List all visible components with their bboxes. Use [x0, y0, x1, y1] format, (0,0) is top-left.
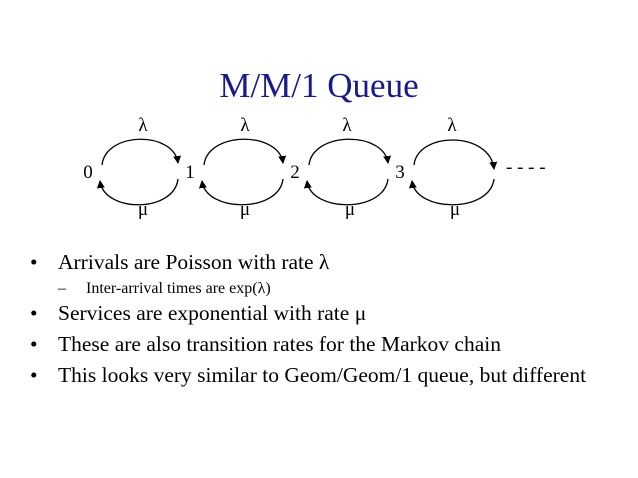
service-rate-label: μ: [138, 199, 148, 220]
bullet-marker: •: [30, 301, 38, 325]
service-arc-0: [96, 178, 179, 206]
service-arc-3: [408, 178, 495, 206]
state-1-label: 1: [185, 162, 195, 183]
bullet-services: • Services are exponential with rate μ: [30, 301, 630, 326]
state-2-label: 2: [290, 162, 300, 183]
bullet-geom-comparison: • This looks very similar to Geom/Geom/1…: [30, 363, 630, 388]
sub-bullet-text: Inter-arrival times are exp(λ): [86, 280, 271, 297]
arrival-rate-label: λ: [447, 115, 457, 136]
bullet-transition-rates: • These are also transition rates for th…: [30, 332, 630, 357]
bullet-marker: •: [30, 363, 38, 387]
state-3-label: 3: [395, 162, 405, 183]
bullet-marker: •: [30, 250, 38, 274]
bullet-text: Services are exponential with rate μ: [58, 301, 367, 325]
arrival-arc-3: [413, 139, 498, 170]
state-0-label: 0: [83, 162, 93, 183]
service-arc-1: [198, 178, 284, 206]
sub-bullet-inter-arrival: – Inter-arrival times are exp(λ): [30, 279, 630, 299]
slide-title: M/M/1 Queue: [219, 66, 419, 105]
arrival-rate-label: λ: [342, 115, 352, 136]
arrival-arc-0: [101, 138, 182, 166]
bullet-marker: •: [30, 332, 38, 356]
service-rate-label: μ: [450, 199, 460, 220]
arrival-arc-2: [308, 138, 392, 166]
bullet-text: Arrivals are Poisson with rate λ: [58, 250, 330, 274]
bullet-text: This looks very similar to Geom/Geom/1 q…: [58, 363, 587, 387]
arrival-rate-label: λ: [138, 115, 148, 136]
bullet-text: These are also transition rates for the …: [58, 332, 501, 356]
sub-bullet-marker: –: [58, 280, 66, 297]
service-arc-2: [303, 178, 389, 206]
arrival-arc-1: [203, 138, 287, 166]
bullet-list: • Arrivals are Poisson with rate λ – Int…: [30, 250, 630, 388]
arrival-rate-label: λ: [240, 115, 250, 136]
service-rate-label: μ: [345, 199, 355, 220]
service-rate-label: μ: [240, 199, 250, 220]
continuation-dashes: - - - -: [506, 157, 546, 178]
bullet-arrivals: • Arrivals are Poisson with rate λ: [30, 250, 630, 275]
